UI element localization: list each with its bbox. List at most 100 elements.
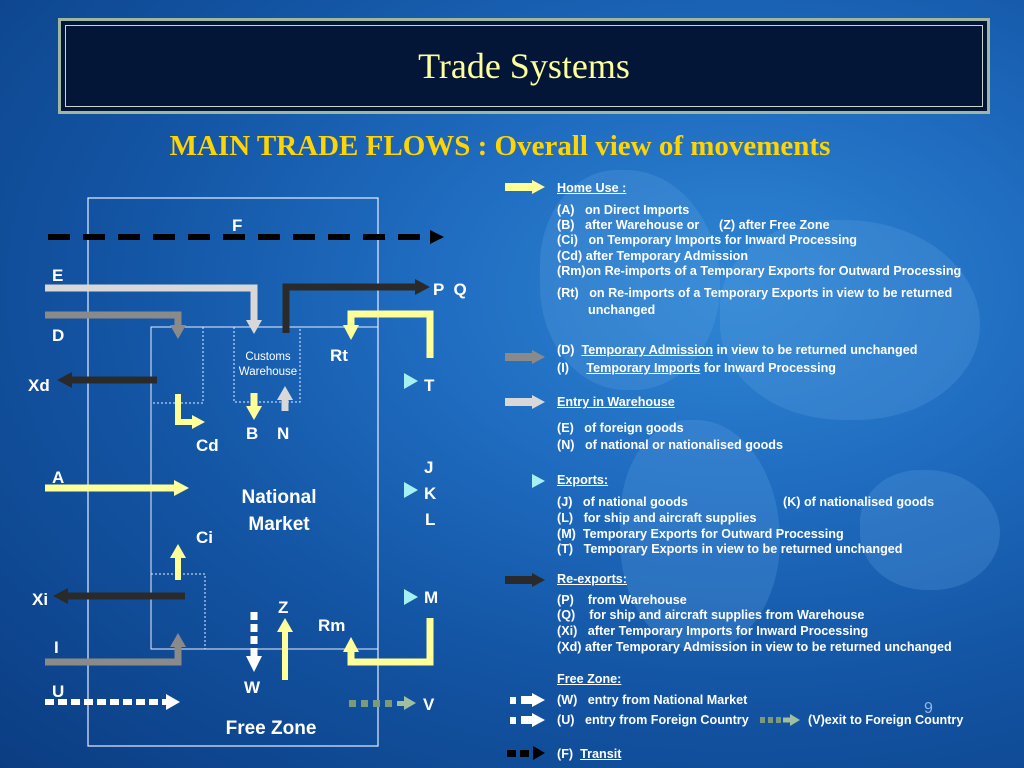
- legend-warehouse-heading[interactable]: Entry in Warehouse: [557, 395, 675, 409]
- flow-i-arrow: [45, 645, 182, 666]
- legend-row-n: (N) of national or nationalised goods: [557, 438, 783, 452]
- legend-row-q: (Q) for ship and aircraft supplies from …: [557, 608, 865, 622]
- label-l: L: [425, 510, 436, 529]
- flow-e-arrow: [45, 284, 258, 322]
- label-t: T: [424, 376, 435, 395]
- legend-f-icon: [507, 746, 545, 760]
- label-b: B: [246, 424, 259, 443]
- label-w: W: [244, 678, 261, 697]
- legend-row-xi: (Xi) after Temporary Imports for Inward …: [557, 624, 869, 638]
- label-xd: Xd: [28, 376, 50, 395]
- flow-i-head: [170, 633, 186, 647]
- legend-home-use-heading: Home Use :: [557, 181, 627, 195]
- flow-xd-head: [57, 372, 72, 388]
- temporary-imports-link[interactable]: Temporary Imports: [586, 361, 701, 375]
- label-e: E: [52, 266, 64, 285]
- legend-row-t: (T) Temporary Exports in view to be retu…: [557, 542, 903, 556]
- label-xi: Xi: [32, 590, 49, 609]
- flow-rt-head: [343, 325, 359, 340]
- label-pq: P Q: [433, 280, 467, 299]
- map-landmass: [620, 420, 780, 650]
- legend-row-ci: (Ci) on Temporary Imports for Inward Pro…: [557, 233, 857, 247]
- map-landmass: [860, 470, 1000, 590]
- flow-n-head: [277, 386, 293, 400]
- legend-free-zone-heading: Free Zone:: [557, 672, 622, 686]
- flow-v-arrow: [349, 696, 416, 710]
- flow-pq-head: [415, 279, 430, 295]
- legend-reexports-icon: [505, 573, 545, 587]
- label-v: V: [423, 695, 435, 714]
- label-m: M: [424, 588, 439, 607]
- legend-row-l: (L) for ship and aircraft supplies: [557, 511, 757, 525]
- legend-row-a: (A) on Direct Imports: [557, 203, 690, 217]
- national-market-label: National Market: [241, 487, 317, 535]
- label-a: A: [52, 468, 65, 487]
- free-zone-label: Free Zone: [225, 718, 317, 739]
- flow-ci-head: [170, 544, 186, 558]
- legend-exports-icon: [505, 474, 545, 488]
- title-box: Trade Systems: [58, 18, 990, 114]
- label-k: K: [424, 484, 437, 503]
- slide-title: Trade Systems: [418, 46, 630, 86]
- customs-warehouse-box: [233, 326, 301, 403]
- legend-row-d: (D) Temporary Admission in view to be re…: [557, 343, 918, 357]
- legend-row-w: (W) entry from National Market: [557, 693, 748, 707]
- legend-exports-heading: Exports:: [557, 473, 609, 487]
- legend-row-rm: (Rm)on Re-imports of a Temporary Exports…: [557, 264, 962, 278]
- label-n: N: [277, 424, 290, 443]
- flow-u-head: [166, 694, 180, 710]
- label-i: I: [54, 638, 59, 657]
- label-j: J: [424, 458, 434, 477]
- legend-warehouse-icon: [505, 395, 545, 409]
- flow-pq-arrow: [282, 283, 417, 333]
- legend-row-xd: (Xd) after Temporary Admission in view t…: [557, 640, 952, 654]
- legend-row-v: (V)exit to Foreign Country: [808, 713, 964, 727]
- legend-row-p: (P) from Warehouse: [557, 593, 687, 607]
- flow-cd-head: [192, 415, 205, 429]
- label-d: D: [52, 326, 65, 345]
- flow-z-head: [277, 618, 293, 632]
- flow-xi-head: [53, 588, 68, 604]
- label-rm: Rm: [318, 616, 346, 635]
- flow-d-arrow: [45, 311, 182, 326]
- flow-d-head: [170, 325, 186, 339]
- legend-row-rt-cont: unchanged: [588, 303, 656, 317]
- legend-home-use-icon: [505, 180, 545, 194]
- customs-warehouse-label: Customs Warehouse: [238, 351, 298, 378]
- label-cd: Cd: [196, 436, 219, 455]
- flow-cd-arrow: [175, 394, 194, 425]
- map-landmass: [720, 220, 980, 420]
- legend-row-e: (E) of foreign goods: [557, 421, 684, 435]
- legend-u-icon: [510, 713, 545, 727]
- flow-m-head: [404, 589, 418, 605]
- transit-link[interactable]: Transit: [580, 747, 622, 761]
- label-z: Z: [278, 598, 289, 617]
- legend-row-m: (M) Temporary Exports for Outward Proces…: [557, 527, 844, 541]
- legend-row-f: (F) Transit: [557, 747, 622, 761]
- slide-subtitle: MAIN TRADE FLOWS : Overall view of movem…: [169, 130, 831, 162]
- flow-rm-arrow: [347, 618, 434, 666]
- flow-e-head: [246, 320, 262, 334]
- legend-row-i: (I) Temporary Imports for Inward Process…: [557, 361, 836, 375]
- temporary-admission-link[interactable]: Temporary Admission: [581, 343, 714, 357]
- cd-dotted-box: [151, 326, 204, 404]
- flow-f-head: [430, 230, 444, 244]
- label-ci: Ci: [196, 528, 213, 547]
- legend-row-k: (K) of nationalised goods: [783, 495, 935, 509]
- ci-dotted-box: [151, 573, 206, 649]
- legend-row-b: (B) after Warehouse or: [557, 218, 700, 232]
- legend-row-cd: (Cd) after Temporary Admission: [557, 249, 749, 263]
- legend-reexports-heading: Re-exports:: [557, 572, 627, 586]
- flow-jkl-head: [404, 482, 418, 498]
- flow-b-head: [246, 406, 262, 420]
- label-f: F: [232, 216, 243, 235]
- legend-temporary-icon: [505, 350, 545, 364]
- legend-row-j: (J) of national goods: [557, 495, 688, 509]
- flow-t-head: [404, 373, 418, 389]
- map-landmass: [540, 170, 720, 390]
- page-number: 9: [924, 700, 933, 717]
- legend-v-icon: [760, 714, 800, 726]
- legend-row-rt: (Rt) on Re-imports of a Temporary Export…: [557, 286, 953, 300]
- label-rt: Rt: [330, 346, 348, 365]
